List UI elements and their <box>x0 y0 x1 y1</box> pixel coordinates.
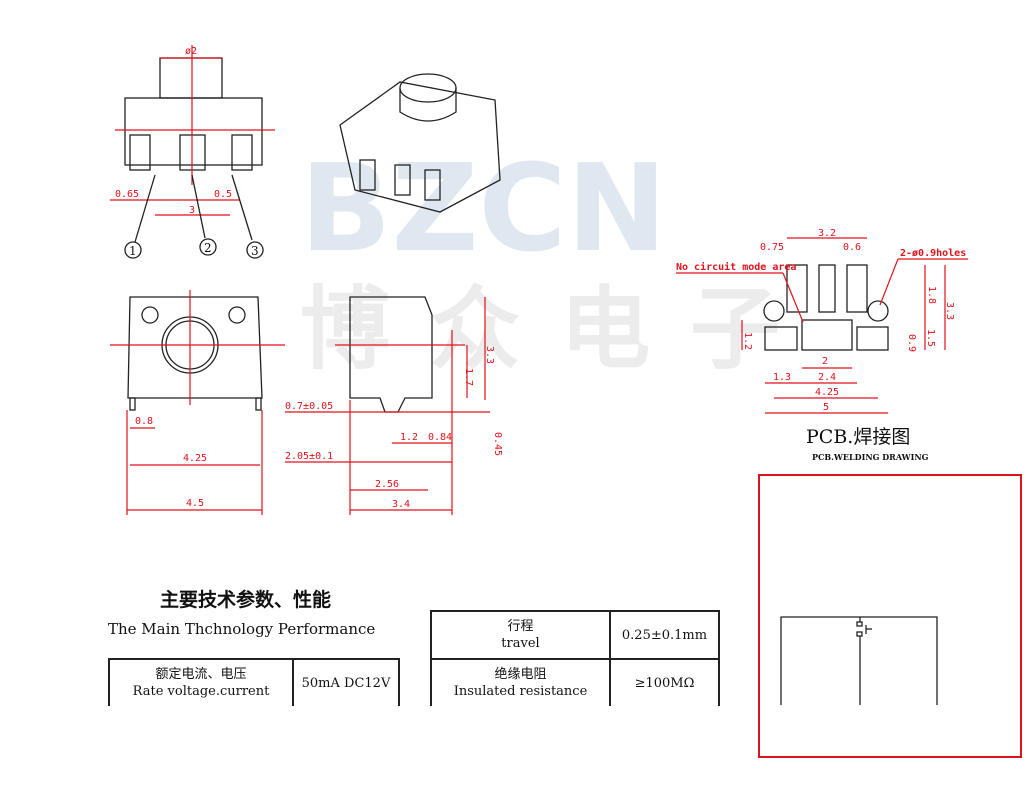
specs-title-cn: 主要技术参数、性能 <box>160 588 331 611</box>
svg-text:0.75: 0.75 <box>760 242 784 253</box>
highlight-box <box>758 474 1022 758</box>
svg-text:PCB.焊接图: PCB.焊接图 <box>806 426 910 448</box>
rated-value: 50mA DC12V <box>292 658 400 708</box>
svg-text:PCB.WELDING DRAWING: PCB.WELDING DRAWING <box>812 452 929 462</box>
svg-text:0.5: 0.5 <box>214 189 232 200</box>
pin-2-label: 2 <box>199 238 217 256</box>
specs-title-en: The Main Thchnology Performance <box>108 620 375 638</box>
svg-text:3: 3 <box>189 205 195 216</box>
front-view: 0.8 4.25 4.5 <box>110 290 285 515</box>
svg-text:4.25: 4.25 <box>815 387 839 398</box>
svg-text:1.2: 1.2 <box>400 432 418 443</box>
svg-text:3.3: 3.3 <box>484 346 495 364</box>
svg-text:0.8: 0.8 <box>135 416 153 427</box>
page-crop <box>0 706 757 786</box>
svg-text:0.84: 0.84 <box>428 432 452 443</box>
svg-text:1.8: 1.8 <box>926 286 937 304</box>
svg-text:0.45: 0.45 <box>492 432 503 456</box>
svg-text:ø2: ø2 <box>185 46 197 57</box>
svg-text:1.7: 1.7 <box>463 368 474 386</box>
svg-text:5: 5 <box>823 402 829 413</box>
svg-text:2: 2 <box>204 241 212 255</box>
svg-text:No circuit mode area: No circuit mode area <box>676 261 796 273</box>
svg-text:1.2: 1.2 <box>742 332 753 350</box>
svg-text:4.5: 4.5 <box>186 498 204 509</box>
insulation-value: ≥100MΩ <box>609 658 720 708</box>
svg-text:3: 3 <box>251 244 259 258</box>
svg-text:3.2: 3.2 <box>818 228 836 239</box>
svg-text:0.65: 0.65 <box>115 189 139 200</box>
travel-value: 0.25±0.1mm <box>609 610 720 660</box>
watermark: BZCN 博众电子 <box>300 140 820 382</box>
pcb-welding-drawing: 3.2 0.75 0.6 2-ø0.9holes No circuit mode … <box>676 228 968 462</box>
svg-text:2.4: 2.4 <box>818 372 836 383</box>
svg-text:2-ø0.9holes: 2-ø0.9holes <box>900 248 966 259</box>
top-view: ø2 0.65 3 0.5 1 2 3 <box>110 45 275 259</box>
svg-text:4.25: 4.25 <box>183 453 207 464</box>
svg-text:博众电子: 博众电子 <box>300 277 820 382</box>
svg-text:3.4: 3.4 <box>392 499 410 510</box>
svg-text:1.3: 1.3 <box>773 372 791 383</box>
svg-text:1: 1 <box>129 244 137 258</box>
svg-text:0.9: 0.9 <box>906 334 917 352</box>
svg-text:1.5: 1.5 <box>925 329 936 347</box>
switch-schematic <box>780 616 938 705</box>
svg-text:0.6: 0.6 <box>843 242 861 253</box>
svg-text:3.3: 3.3 <box>944 302 955 320</box>
pin-3-label: 3 <box>246 241 264 259</box>
isometric-view <box>339 73 501 213</box>
svg-text:2.56: 2.56 <box>375 479 399 490</box>
svg-text:2.05±0.1: 2.05±0.1 <box>285 451 333 462</box>
side-view: 3.3 1.7 0.7±0.05 1.2 0.84 0.45 2.05±0.1 2… <box>285 296 503 515</box>
svg-text:0.7±0.05: 0.7±0.05 <box>285 401 333 412</box>
svg-text:BZCN: BZCN <box>300 140 667 279</box>
pin-1-label: 1 <box>124 241 142 259</box>
svg-text:2: 2 <box>822 356 828 367</box>
